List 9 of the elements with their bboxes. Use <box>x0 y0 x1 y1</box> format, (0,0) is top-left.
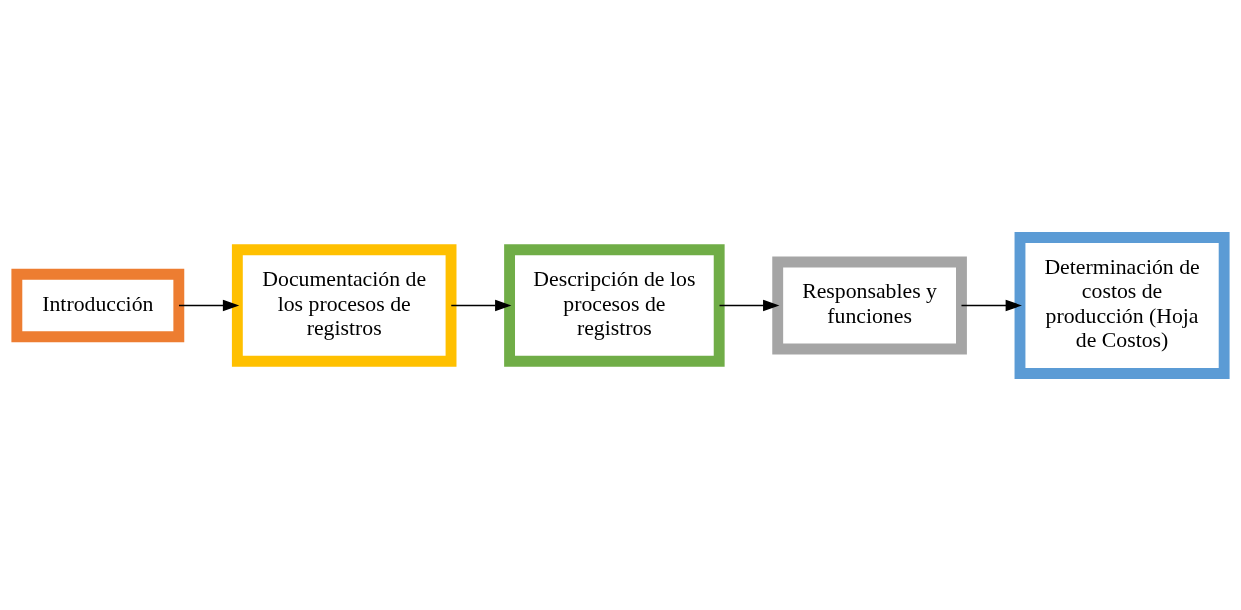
node-box: Documentación de los procesos de registros <box>231 243 457 367</box>
node-box: Responsables y funciones <box>772 256 967 354</box>
arrow <box>178 299 240 311</box>
arrow <box>450 299 512 311</box>
node-box: Introducción <box>11 268 185 342</box>
node-box: Descripción de los procesos de registros <box>504 243 725 367</box>
arrow <box>718 299 780 311</box>
arrow <box>960 299 1022 311</box>
node-box: Determinación de costos de producción (Hoja de Costos) <box>1014 231 1230 379</box>
